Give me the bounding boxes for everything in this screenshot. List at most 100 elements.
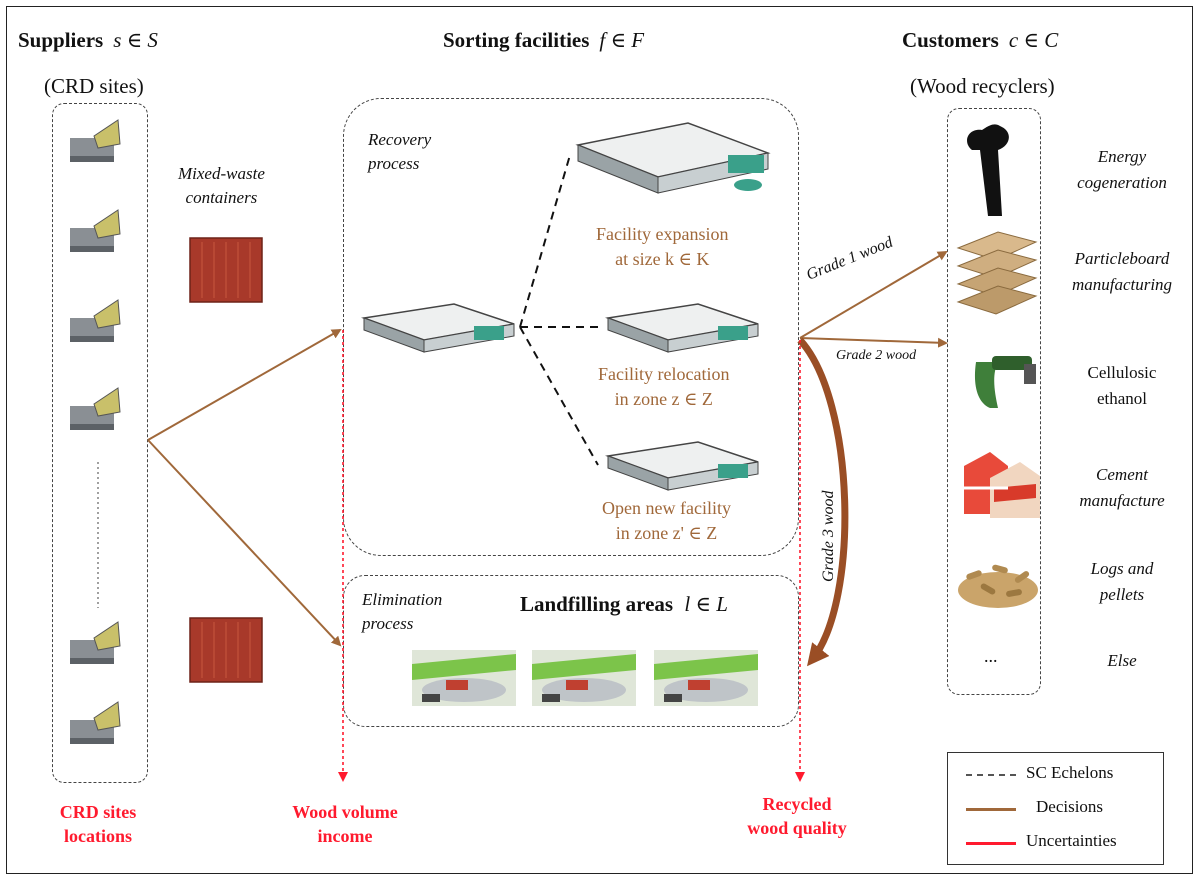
pellets-icon — [958, 564, 1038, 608]
suppliers-header-math: s ∈ S — [113, 28, 158, 52]
cogeneration-icon — [967, 124, 1009, 216]
landfilling-math: l ∈ L — [684, 592, 728, 616]
customer-label-line: cogeneration — [1077, 173, 1167, 192]
relocation-label-line: in zone z ∈ Z — [614, 389, 713, 409]
landfill-icon — [412, 650, 516, 706]
sorting-header: Sorting facilities f ∈ F — [443, 28, 644, 53]
relocation-label-line: Facility relocation — [598, 364, 730, 384]
suppliers-echelon-box — [52, 103, 148, 783]
particleboard-icon — [956, 231, 1038, 315]
crd-sites-subheader: (CRD sites) — [44, 74, 144, 98]
customer-label-line: Logs and — [1090, 559, 1154, 578]
landfilling-title-text: Landfilling areas — [520, 592, 674, 616]
legend-label-decisions: Decisions — [1036, 797, 1104, 816]
legend: SC Echelons Decisions Uncertainties — [947, 752, 1164, 865]
recovery-process-label: Recovery process — [368, 128, 431, 176]
customer-label-pellets: Logs and pellets — [1060, 556, 1184, 608]
legend-label-uncertainties: Uncertainties — [1026, 831, 1117, 850]
expansion-label-line: at size k ∈ K — [615, 249, 710, 269]
elimination-process-label: Elimination process — [362, 588, 442, 636]
crd-site-icon — [70, 387, 121, 430]
containers-label-line: Mixed-waste — [178, 164, 265, 183]
crd-site-icon — [70, 621, 121, 664]
grade3-arrow — [797, 337, 849, 667]
sorting-header-label: Sorting facilities — [443, 28, 590, 52]
recovery-label-line: Recovery — [368, 130, 432, 149]
volume-uncertainty-label: Wood volume income — [270, 800, 420, 848]
landfilling-areas-title: Landfilling areas l ∈ L — [520, 592, 728, 617]
crd-locations-uncertainty: CRD sites locations — [28, 800, 168, 848]
customers-header-math: c ∈ C — [1008, 28, 1059, 52]
customer-label-line: manufacture — [1079, 491, 1165, 510]
crd-site-icon — [70, 209, 121, 252]
open-new-decision-label: Open new facility in zone z' ∈ Z — [602, 496, 731, 546]
customer-label-line: manufacturing — [1071, 275, 1173, 294]
grade3-label: Grade 3 wood — [820, 490, 837, 582]
suppliers-header: Suppliers s ∈ S — [18, 28, 158, 53]
customer-label-cement: Cement manufacture — [1056, 462, 1188, 514]
cement-icon — [964, 452, 1040, 518]
cellulosic-ethanol-icon — [974, 356, 1036, 408]
quality-uncertainty-label: Recycled wood quality — [722, 792, 872, 840]
customer-label-line: pellets — [1099, 585, 1145, 604]
grade2-arrow — [799, 337, 948, 348]
diagram-frame — [6, 6, 1193, 874]
container-icon — [189, 617, 263, 683]
supplier-to-recovery-arrow — [147, 329, 342, 441]
customers-header: Customers c ∈ C — [902, 28, 1058, 53]
wood-recyclers-subheader: (Wood recyclers) — [910, 74, 1055, 98]
landfill-icon — [532, 650, 636, 706]
supplier-to-landfill-arrow — [147, 439, 342, 647]
open-new-decision-line — [519, 326, 599, 466]
expansion-decision-label: Facility expansion at size k ∈ K — [596, 222, 728, 272]
crd-site-icon — [70, 119, 121, 162]
customers-header-label: Customers — [902, 28, 999, 52]
customer-label-line: Cement — [1096, 465, 1148, 484]
customer-label-line: Cellulosic — [1087, 363, 1157, 382]
uncertainty-label-line: locations — [63, 826, 132, 846]
customer-label-line: Energy — [1097, 147, 1147, 166]
legend-swatch-decisions — [966, 808, 1016, 811]
legend-row-decisions: Decisions — [948, 793, 1163, 823]
customers-echelon-box — [947, 108, 1041, 695]
landfill-icon — [654, 650, 758, 706]
expanded-facility-icon — [575, 122, 771, 194]
uncertainty-label-line: Wood volume — [292, 802, 398, 822]
legend-swatch-uncertainties — [966, 842, 1016, 845]
customer-label-line: Else — [1107, 651, 1137, 670]
new-facility-icon — [605, 441, 759, 491]
uncertainty-label-line: wood quality — [747, 818, 847, 838]
uncertainty-label-line: income — [317, 826, 373, 846]
elimination-label-line: process — [362, 614, 414, 633]
uncertainty-label-line: CRD sites — [59, 802, 137, 822]
grade1-arrow — [799, 250, 948, 339]
grade2-label: Grade 2 wood — [836, 348, 917, 363]
open-new-label-line: Open new facility — [602, 498, 731, 518]
open-new-label-line: in zone z' ∈ Z — [615, 523, 718, 543]
legend-label-echelons: SC Echelons — [1026, 763, 1114, 782]
recovery-label-line: process — [368, 154, 420, 173]
expansion-decision-line — [519, 154, 571, 328]
legend-row-echelons: SC Echelons — [948, 759, 1163, 789]
expansion-label-line: Facility expansion — [596, 224, 729, 244]
containers-label-line: containers — [185, 188, 258, 207]
customers-ellipsis: ... — [984, 646, 998, 666]
relocated-facility-icon — [605, 303, 759, 353]
legend-row-uncertainties: Uncertainties — [948, 827, 1163, 857]
sorting-facility-icon — [361, 303, 515, 353]
recovery-process-box — [343, 98, 799, 556]
sorting-header-math: f ∈ F — [599, 28, 645, 52]
crd-site-icon — [70, 299, 121, 342]
legend-swatch-echelons — [966, 774, 1016, 776]
crd-site-icon — [70, 701, 121, 744]
customer-label-line: Particleboard — [1074, 249, 1170, 268]
customer-label-else: Else — [1060, 648, 1184, 674]
suppliers-header-label: Suppliers — [18, 28, 104, 52]
mixed-waste-containers-label: Mixed-waste containers — [178, 162, 265, 210]
customer-label-ethanol: Cellulosic ethanol — [1060, 360, 1184, 412]
container-icon — [189, 237, 263, 303]
customer-label-line: ethanol — [1096, 389, 1148, 408]
uncertainty-label-line: Recycled — [762, 794, 832, 814]
